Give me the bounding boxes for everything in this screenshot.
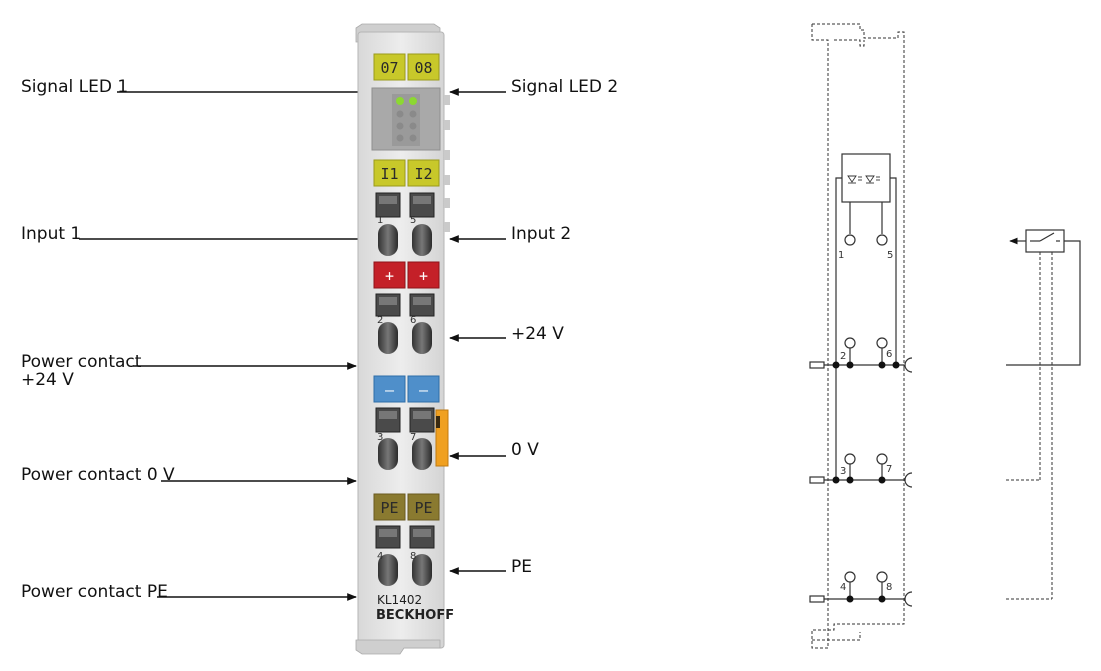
schem-num-5: 5 — [887, 250, 893, 261]
schematic-housing — [811, 23, 905, 649]
contact-num-5: 5 — [410, 215, 416, 226]
schem-num-2: 2 — [840, 351, 846, 362]
schem-num-8: 8 — [886, 582, 892, 593]
tag-input-2-text: I2 — [414, 165, 432, 183]
schem-num-7: 7 — [886, 464, 892, 475]
contact-num-7: 7 — [410, 432, 416, 443]
contact-num-4: 4 — [377, 551, 383, 562]
tag-plus-1-text: + — [385, 267, 394, 285]
contact-row-inputs: 1 5 — [375, 192, 435, 256]
contact-num-3: 3 — [377, 432, 383, 443]
contact-row-plus: 2 6 — [375, 293, 435, 354]
contact-row-minus: 3 7 — [375, 407, 435, 470]
label-power-contact-pe: Power contact PE — [21, 582, 168, 602]
label-signal-led-1: Signal LED 1 — [21, 77, 129, 97]
tag-pe-1 — [373, 493, 406, 521]
contact-num-8: 8 — [410, 551, 416, 562]
model-text: KL1402 — [377, 593, 422, 607]
signal-led-1 — [396, 97, 404, 105]
leader-lines — [79, 88, 506, 601]
tag-pe-1-text: PE — [380, 499, 398, 517]
tag-led-2 — [407, 53, 440, 81]
schem-terminal-5 — [876, 234, 888, 246]
schem-num-1: 1 — [838, 250, 844, 261]
tag-led-1-text: 07 — [380, 59, 398, 77]
tag-minus-1 — [373, 375, 406, 403]
brand-text: BECKHOFF — [376, 608, 454, 623]
contact-num-2: 2 — [377, 315, 383, 326]
label-plus-24v: +24 V — [511, 324, 564, 344]
tag-plus-2-text: + — [419, 267, 428, 285]
label-power-contact-24v: Power contact +24 V — [21, 352, 142, 390]
tag-minus-2 — [407, 375, 440, 403]
label-input-1: Input 1 — [21, 224, 82, 244]
contact-num-6: 6 — [410, 315, 416, 326]
label-signal-led-2: Signal LED 2 — [511, 77, 619, 97]
label-power-contact-0v: Power contact 0 V — [21, 465, 175, 485]
tag-led-2-text: 08 — [414, 59, 432, 77]
tag-minus-1-text: – — [385, 381, 395, 399]
tag-input-2 — [407, 159, 440, 187]
tag-pe-2 — [407, 493, 440, 521]
tag-input-1-text: I1 — [380, 165, 398, 183]
tag-minus-2-text: – — [419, 381, 429, 399]
label-0v: 0 V — [511, 440, 539, 460]
schem-num-3: 3 — [840, 466, 846, 477]
terminal-module: 07 08 I1 I2 1 5 + + — [355, 23, 454, 655]
contact-num-1: 1 — [377, 215, 383, 226]
signal-led-2 — [409, 97, 417, 105]
schem-terminal-1 — [844, 234, 856, 246]
label-pe: PE — [511, 557, 532, 577]
schem-num-6: 6 — [886, 349, 892, 360]
schem-num-4: 4 — [840, 582, 846, 593]
tag-plus-1 — [373, 261, 406, 289]
schematic-numbers: 1 5 2 6 3 7 4 8 — [838, 250, 893, 593]
tag-led-1 — [373, 53, 406, 81]
tag-plus-2 — [407, 261, 440, 289]
tag-input-1 — [373, 159, 406, 187]
tag-pe-2-text: PE — [414, 499, 432, 517]
contact-row-pe: 4 8 — [375, 525, 435, 586]
junction-dots — [832, 361, 900, 603]
label-input-2: Input 2 — [511, 224, 572, 244]
schematic — [809, 23, 1081, 649]
